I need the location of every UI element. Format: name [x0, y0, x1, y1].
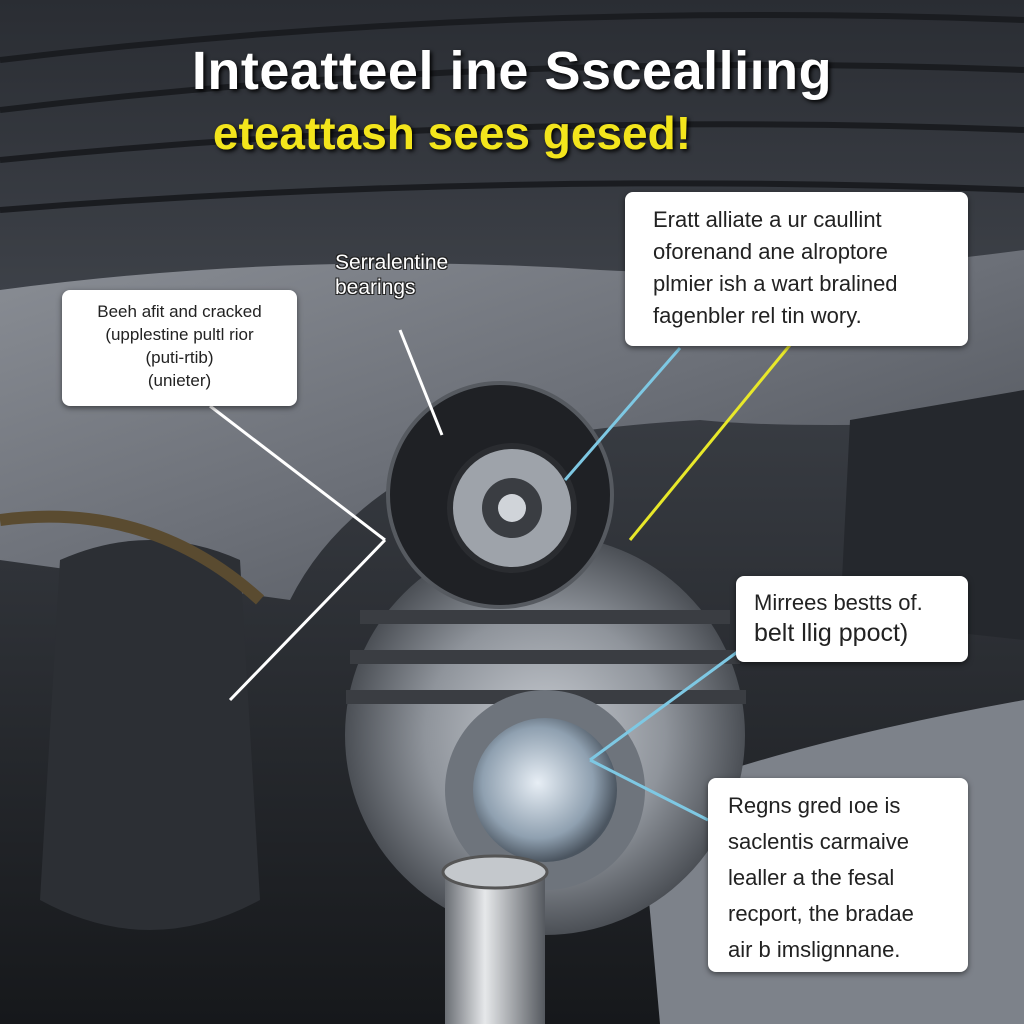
callout-text: (upplestine pultl rior — [105, 325, 254, 344]
callout-text: Beeh afit and cracked — [97, 302, 262, 321]
callout-text: recport, the bradae — [728, 901, 914, 926]
serpentine-label: Serralentine bearings — [335, 250, 448, 300]
callout-top-right: Eratt alliate a ur caullint oforenand an… — [625, 192, 968, 346]
leader-line-mid-right — [589, 648, 741, 762]
callout-text: belt llig ppoct) — [754, 619, 909, 647]
callout-mid-right: Mirrees bestts of. belt llig ppoct) — [736, 576, 968, 662]
callout-text: (unieter) — [147, 371, 212, 390]
intake-pipe — [445, 870, 545, 1024]
alternator-lens — [473, 718, 617, 862]
callout-text: lealler a the fesal — [728, 865, 895, 890]
serpentine-label-line: Serralentine — [335, 251, 449, 274]
callout-text: (puti-rtib) — [145, 348, 214, 367]
leader-line-left — [209, 404, 386, 542]
callout-text: Mirrees bestts of. — [754, 590, 923, 615]
subheadline: eteattash sees gesed! — [212, 107, 692, 159]
bearing-bolt — [498, 494, 526, 522]
callout-text: oforenand ane alroptore — [653, 239, 888, 264]
leader-line-top-right — [563, 347, 682, 481]
callout-text: fagenbler rel tin wory. — [653, 303, 862, 328]
pipe-opening — [441, 854, 549, 890]
serpentine-label-line: bearings — [335, 276, 416, 299]
braided-hose — [0, 510, 265, 605]
callout-bottom-right: Regns gred ıoe is saclentis carmaive lea… — [708, 778, 968, 972]
leader-line-left-2 — [228, 538, 387, 702]
callout-text: saclentis carmaive — [728, 829, 909, 854]
callout-left: Beeh afit and cracked (upplestine pultl … — [62, 290, 297, 406]
callout-text: Regns gred ıoe is — [728, 793, 901, 818]
leader-line-yellow — [628, 344, 792, 541]
callout-text: air b imslignnane. — [728, 937, 901, 962]
leader-line-serpentine — [398, 329, 444, 436]
leader-lines — [209, 329, 792, 822]
leader-line-bottom-right — [589, 758, 709, 822]
callout-text: Eratt alliate a ur caullint — [653, 207, 882, 232]
callout-text: plmier ish a wart bralined — [653, 271, 898, 296]
hood-vents — [0, 12, 1024, 213]
left-housing — [40, 540, 260, 930]
headline: Inteatteel ine Sscealliıng — [191, 41, 833, 101]
